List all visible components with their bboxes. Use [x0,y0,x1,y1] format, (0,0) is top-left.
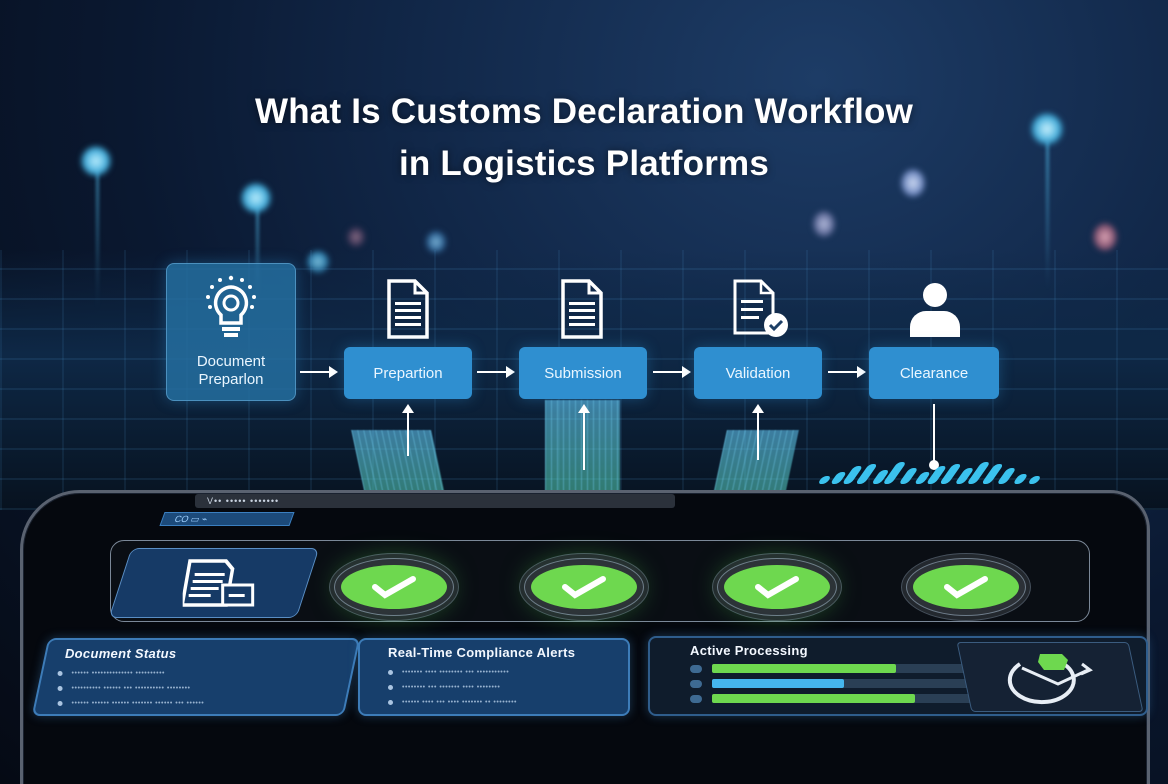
document-icon [561,279,603,339]
panel-title: Real-Time Compliance Alerts [388,645,576,660]
step-label: Prepartion [373,364,443,382]
progress-fill [712,679,844,688]
bokeh-light [346,226,366,248]
document-stack-icon [182,559,255,607]
up-arrow [752,404,764,460]
page-title: What Is Customs Declaration Workflow in … [0,86,1168,190]
flow-arrow [653,366,691,378]
document-check-icon [733,279,788,337]
title-line-1: What Is Customs Declaration Workflow [254,92,914,131]
tablet-tab-chip[interactable]: CO ▭ ⌁ [159,512,295,526]
document-card[interactable] [108,548,320,618]
document-icon [387,279,429,339]
checkmark-icon [944,576,988,599]
flow-arrow [828,366,866,378]
flow-arrow [300,366,338,378]
progress-fill [712,664,896,673]
progress-bar [712,694,982,703]
status-item: •••••• •••••••••••••• •••••••••• [58,669,330,678]
alert-item: •••••••• ••• ••••••• •••• •••••••• [388,683,600,692]
bokeh-light [80,145,112,177]
step-submission[interactable]: Submission [519,347,647,399]
bokeh-light [812,210,836,238]
step-label-line-1: Document [196,353,266,370]
progress-row [690,694,1106,703]
up-arrow [578,404,590,470]
step-label: Clearance [899,364,969,382]
tray-small-icon [690,694,702,703]
cloud-small-icon [690,679,702,688]
checkmark-icon [755,576,799,599]
check-badge-preparation [341,565,447,609]
bokeh-light [1092,222,1118,252]
light-stem [96,160,99,310]
bokeh-light [900,168,926,198]
alert-item: •••••• •••• ••• •••• ••••••• •• •••••••• [388,698,600,707]
panel-title: Document Status [64,646,177,661]
progress-fill [712,694,915,703]
check-badge-submission [531,565,637,609]
clearance-connector [929,404,939,470]
light-stem [1046,140,1049,290]
bokeh-light [240,182,272,214]
activity-equalizer [817,458,1042,484]
progress-row [690,664,1106,673]
check-badge-validation [724,565,830,609]
clock-small-icon [690,664,702,673]
flow-arrow [477,366,515,378]
cycle-clock-icon [1007,654,1093,705]
step-label: Validation [725,364,791,382]
progress-row [690,679,1106,688]
lightbulb-gear-icon [206,275,256,337]
checkmark-icon [372,576,416,599]
alert-item: ••••••• •••• •••••••• ••• ••••••••••• [388,668,600,677]
step-label-line-2: Preparlon [198,371,264,388]
step-label: Submission [544,364,622,382]
checkmark-icon [562,576,606,599]
up-arrow [402,404,414,456]
panel-compliance-alerts[interactable]: Real-Time Compliance Alerts ••••••• ••••… [358,638,630,716]
panel-document-status[interactable]: Document Status •••••• •••••••••••••• ••… [31,638,361,716]
status-item: •••••••••• •••••• ••• •••••••••• •••••••… [58,684,330,693]
status-item: •••••• •••••• •••••• ••••••• •••••• ••• … [58,699,330,708]
progress-bar [712,679,976,688]
step-validation[interactable]: Validation [694,347,822,399]
progress-bar [712,664,982,673]
step-preparation[interactable]: Prepartion [344,347,472,399]
title-line-2: in Logistics Platforms [398,144,770,183]
step-clearance[interactable]: Clearance [869,347,999,399]
check-badge-clearance [913,565,1019,609]
user-icon [910,283,960,337]
panel-title: Active Processing [690,643,808,658]
bokeh-light [1030,112,1064,146]
bokeh-light [425,230,447,254]
tablet-header: V•• ••••• ••••••• [195,494,675,508]
